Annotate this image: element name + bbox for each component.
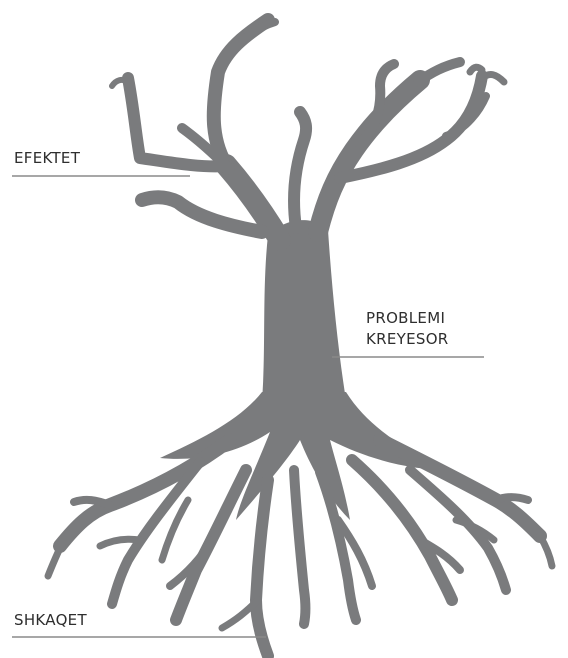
root bbox=[536, 532, 556, 570]
root bbox=[416, 536, 464, 574]
root bbox=[158, 496, 192, 564]
tree-trunk bbox=[262, 220, 346, 400]
branch bbox=[122, 72, 232, 173]
root bbox=[70, 495, 114, 509]
tree-roots bbox=[44, 433, 556, 658]
root bbox=[289, 465, 311, 629]
root bbox=[96, 535, 144, 550]
core-problem-label-line2: KREYESOR bbox=[366, 330, 449, 348]
root bbox=[373, 433, 547, 543]
root bbox=[405, 465, 511, 595]
core-problem-label: PROBLEMI KREYESOR bbox=[366, 308, 449, 350]
branch bbox=[177, 123, 235, 175]
branch bbox=[442, 92, 490, 140]
core-problem-label-line1: PROBLEMI bbox=[366, 309, 446, 327]
root bbox=[107, 457, 205, 609]
root bbox=[334, 516, 376, 590]
branch bbox=[478, 71, 508, 86]
root bbox=[218, 596, 262, 632]
branch bbox=[238, 18, 279, 44]
tree-branches bbox=[109, 13, 508, 251]
root bbox=[492, 493, 532, 504]
branch bbox=[466, 63, 486, 76]
root bbox=[166, 536, 216, 590]
effects-label: EFEKTET bbox=[14, 148, 80, 169]
root bbox=[250, 474, 274, 658]
branch bbox=[288, 106, 313, 234]
root-base bbox=[160, 392, 450, 520]
root bbox=[170, 464, 252, 626]
branch bbox=[334, 70, 488, 184]
branch bbox=[413, 57, 465, 87]
effects-label-text: EFEKTET bbox=[14, 149, 81, 167]
branch bbox=[308, 70, 430, 242]
root bbox=[452, 516, 498, 544]
branch bbox=[135, 190, 269, 239]
leader-lines bbox=[12, 175, 484, 638]
root bbox=[315, 467, 361, 625]
branch bbox=[355, 59, 399, 149]
causes-label: SHKAQET bbox=[14, 610, 87, 631]
root bbox=[44, 540, 66, 580]
tree-shape bbox=[160, 220, 450, 520]
branch bbox=[109, 76, 131, 89]
causes-label-text: SHKAQET bbox=[14, 611, 87, 629]
